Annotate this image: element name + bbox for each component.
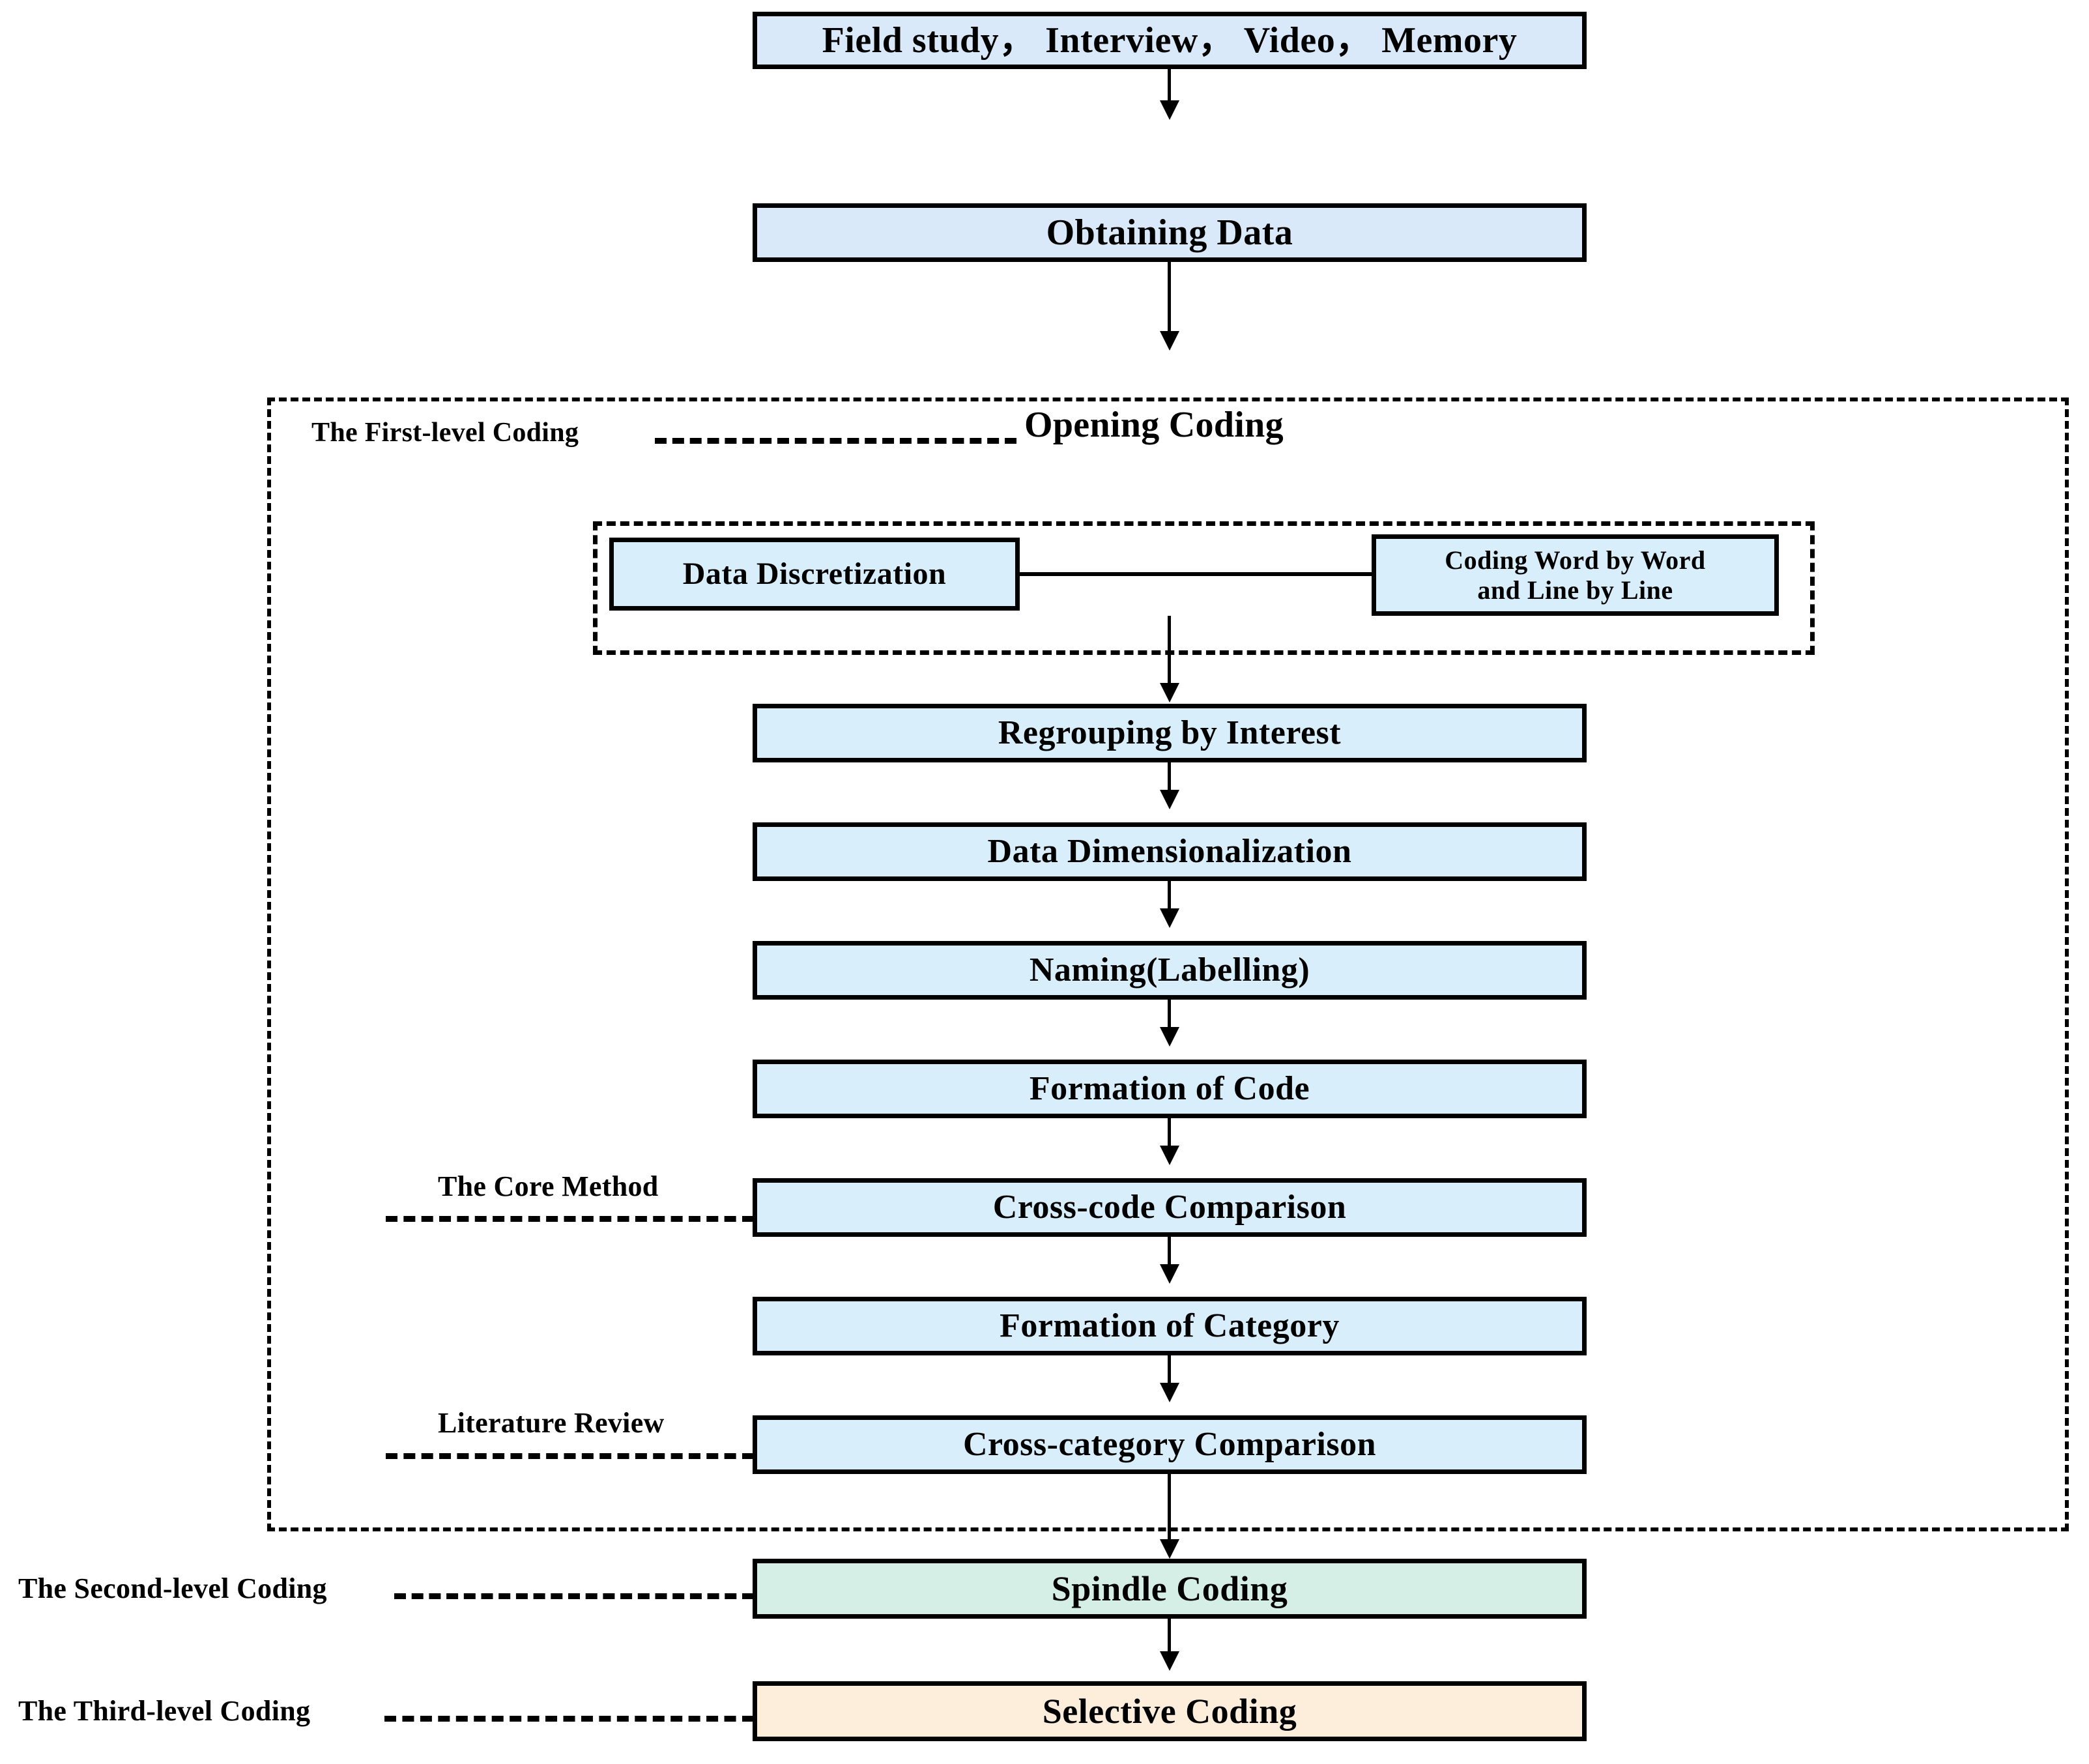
connector-formation-category-to-cross-category [1168,1355,1171,1387]
node-coding-word-by-word: Coding Word by Word and Line by Line [1372,534,1779,616]
coding-word-line-1: Coding Word by Word [1445,545,1706,575]
node-regrouping-by-interest: Regrouping by Interest [753,704,1587,762]
arrow-head-cross-category-to-spindle [1160,1539,1179,1559]
arrow-head-sources-to-obtaining [1160,100,1179,120]
node-cross-code-comparison: Cross-code Comparison [753,1178,1587,1237]
arrow-head-obtaining-to-opening [1160,331,1179,351]
node-formation-of-category: Formation of Category [753,1297,1587,1355]
node-spindle-coding: Spindle Coding [753,1559,1587,1619]
node-data-sources: Field study， Interview， Video， Memory [753,12,1587,69]
connector-discretization-to-coding-word [1020,572,1372,576]
label-core-method: The Core Method [438,1170,659,1202]
connector-obtaining-to-opening [1168,262,1171,334]
node-data-discretization: Data Discretization [609,538,1020,611]
connector-dimensionalization-to-naming [1168,881,1171,912]
arrow-head-cross-code-to-formation-category [1160,1264,1179,1284]
label-first-level-coding: The First-level Coding [311,418,579,448]
coding-word-line-2: and Line by Line [1477,575,1673,605]
label-third-level-coding: The Third-level Coding [18,1695,311,1727]
connector-cross-category-to-spindle [1168,1474,1171,1549]
arrow-head-discretization-to-regrouping [1160,683,1179,702]
leader-core-method [386,1216,754,1222]
arrow-head-dimensionalization-to-naming [1160,908,1179,928]
connector-naming-to-formation-code [1168,1000,1171,1031]
connector-spindle-to-selective [1168,1619,1171,1656]
node-data-dimensionalization: Data Dimensionalization [753,822,1587,881]
leader-first-level-to-opening [655,438,1016,444]
node-obtaining-data: Obtaining Data [753,203,1587,262]
container-data-discretization-group [593,521,1815,655]
connector-sources-to-obtaining [1168,69,1171,106]
connector-cross-code-to-formation-category [1168,1237,1171,1268]
label-second-level-coding: The Second-level Coding [18,1572,327,1604]
node-cross-category-comparison: Cross-category Comparison [753,1415,1587,1474]
node-selective-coding: Selective Coding [753,1681,1587,1741]
arrow-head-formation-code-to-cross-code [1160,1146,1179,1165]
leader-literature-review [386,1453,754,1459]
connector-regrouping-to-dimensionalization [1168,762,1171,794]
leader-second-level-coding [394,1593,754,1599]
label-literature-review: Literature Review [438,1407,665,1439]
arrow-head-naming-to-formation-code [1160,1027,1179,1047]
label-opening-coding: Opening Coding [1024,405,1284,445]
arrow-head-formation-category-to-cross-category [1160,1383,1179,1402]
node-formation-of-code: Formation of Code [753,1060,1587,1118]
connector-formation-code-to-cross-code [1168,1118,1171,1149]
arrow-head-regrouping-to-dimensionalization [1160,790,1179,809]
arrow-head-spindle-to-selective [1160,1651,1179,1671]
leader-third-level-coding [384,1716,754,1722]
connector-discretization-to-regrouping [1168,616,1171,697]
node-naming-labelling: Naming(Labelling) [753,941,1587,1000]
